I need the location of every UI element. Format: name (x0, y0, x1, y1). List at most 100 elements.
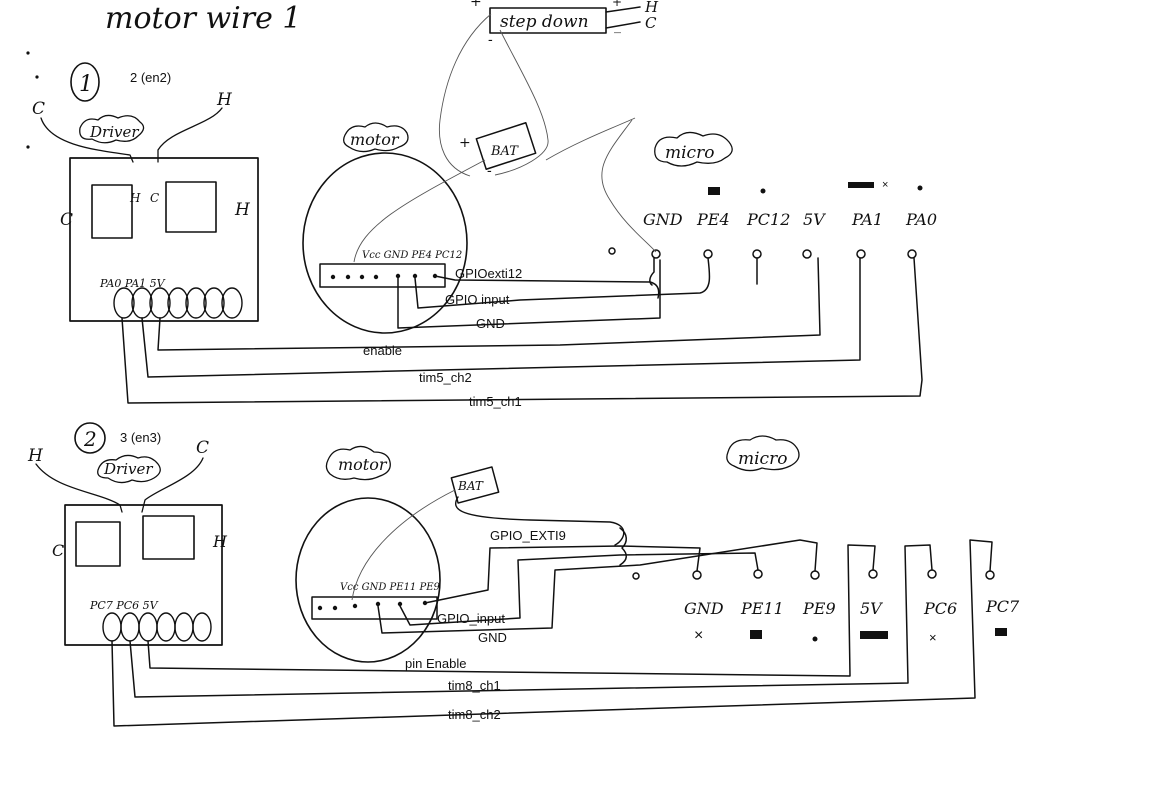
driver-1-board (69, 157, 259, 322)
micro-2-pe11-mark (750, 630, 762, 639)
micro-1-pa1-mark (848, 182, 874, 188)
driver-2-board (64, 504, 223, 646)
driver-1: Driver C H C H H C PA0 PA1 5V (32, 90, 259, 322)
driver-2-cloud (97, 454, 161, 484)
micro-2-cloud (726, 435, 800, 472)
motor-1: motor BAT + - Vcc GND PE4 PC12 (302, 121, 537, 334)
title-dot (26, 51, 30, 55)
micro-1-pin-gnd: GND (643, 210, 683, 229)
micro-2-pin-pc7: PC7 (985, 597, 1020, 616)
title-dot (26, 145, 30, 149)
svg-text:×: × (694, 627, 703, 644)
micro-1-pin-pc12: PC12 (746, 210, 790, 229)
svg-text:C: C (60, 210, 73, 230)
svg-text:C: C (645, 14, 657, 32)
section-1-number: 1 (79, 72, 93, 97)
svg-text:-: - (487, 163, 492, 179)
motor-1-body (302, 152, 468, 334)
section-2: 2 3 (en3) Driver H C C H PC7 PC6 5V (27, 422, 1020, 727)
motor-2-pins-label: Vcc GND PE11 PE9 (340, 582, 440, 593)
micro-1-header-pins (608, 247, 917, 259)
micro-2-pin-pe9: PE9 (802, 599, 836, 618)
wire-label-gpio-exti12: GPIOexti12 (455, 266, 522, 281)
wire-label-tim8-ch2: tim8_ch2 (448, 707, 501, 722)
section-1-wires (121, 257, 923, 404)
svg-text:H: H (234, 200, 251, 220)
svg-text:-: - (488, 32, 493, 48)
svg-text:H: H (216, 90, 233, 110)
micro-2-5v-mark (860, 631, 888, 639)
micro-1-pin-pa0: PA0 (905, 210, 937, 229)
micro-1-pin-5v: 5V (803, 210, 826, 229)
section-2-subtitle: 3 (en3) (120, 430, 161, 445)
svg-text:×: × (929, 630, 937, 645)
section-1: 1 2 (en2) Driver C H C H H C PA0 PA1 5V (32, 62, 937, 409)
driver-2-terminals (102, 612, 212, 642)
wire-label-pin-enable: pin Enable (405, 656, 466, 671)
svg-text:C: C (150, 191, 159, 205)
motor-2: motor BAT Vcc GND PE11 PE9 (295, 445, 625, 663)
wire-label-enable-1: enable (363, 343, 402, 358)
wire-label-gpio-exti9: GPIO_EXTI9 (490, 528, 566, 543)
motor-1-connector-pins (330, 273, 438, 280)
motor-2-cloud-label: motor (338, 455, 388, 474)
micro-1-pin-pa1: PA1 (851, 210, 883, 229)
motor-2-cloud (325, 445, 391, 481)
micro-1: micro × GND PE4 PC12 5V PA1 PA0 (545, 117, 937, 259)
driver-2: Driver H C C H PC7 PC6 5V (27, 438, 228, 646)
motor-2-connector-pins (317, 600, 428, 611)
svg-text:+: + (612, 0, 622, 9)
svg-text:H: H (27, 446, 44, 466)
driver-2-cloud-label: Driver (103, 460, 153, 478)
wire-label-gpio-input-1: GPIO input (445, 292, 510, 307)
wire-label-tim8-ch1: tim8_ch1 (448, 678, 501, 693)
driver-1-cloud (79, 114, 145, 144)
step-down-module: step down + - + _ H C (470, 0, 659, 48)
wire-label-gnd-1: GND (476, 316, 505, 331)
svg-text:+: + (459, 135, 471, 151)
micro-2-pin-pc6: PC6 (923, 599, 957, 618)
micro-1-cloud (654, 131, 733, 167)
motor-2-body (295, 497, 441, 663)
micro-2-pin-5v: 5V (860, 599, 883, 618)
motor-1-battery (475, 121, 537, 171)
step-down-label: step down (500, 12, 589, 32)
svg-text:H: H (644, 0, 659, 16)
svg-text:BAT: BAT (490, 144, 519, 159)
wire-label-tim5-ch2: tim5_ch2 (419, 370, 472, 385)
svg-text:C: C (52, 541, 64, 560)
wire-label-gpio-input-2: GPIO_input (437, 611, 505, 626)
motor-1-connector (319, 263, 446, 288)
svg-text:H: H (212, 532, 228, 551)
motor-1-cloud (343, 122, 409, 153)
micro-2: micro GND PE11 PE9 5V PC6 PC7 × × (632, 435, 1020, 645)
micro-2-pin-gnd: GND (684, 599, 724, 618)
svg-text:BAT: BAT (457, 479, 484, 493)
micro-2-cloud-label: micro (738, 449, 787, 469)
micro-2-pc7-mark (995, 628, 1007, 636)
driver-1-terminals (113, 287, 243, 319)
motor-1-cloud-label: motor (350, 130, 400, 149)
section-1-subtitle: 2 (en2) (130, 70, 171, 85)
driver-1-cloud-label: Driver (89, 123, 139, 141)
micro-2-header-pins (632, 569, 995, 580)
wire-label-gnd-2: GND (478, 630, 507, 645)
svg-text:C: C (196, 438, 209, 458)
driver-2-pins-label: PC7 PC6 5V (89, 599, 159, 612)
micro-2-pin-pe11: PE11 (740, 599, 784, 618)
driver-1-pins-label: PA0 PA1 5V (99, 277, 166, 290)
micro-1-cloud-label: micro (665, 143, 714, 163)
wire-label-tim5-ch1: tim5_ch1 (469, 394, 522, 409)
section-2-number: 2 (83, 427, 97, 451)
title-dot (35, 75, 39, 79)
svg-text:H: H (129, 191, 141, 205)
svg-text:C: C (32, 99, 45, 119)
svg-text:+: + (470, 0, 482, 10)
diagram-title: motor wire 1 (105, 1, 302, 36)
motor-2-connector (311, 596, 438, 620)
section-2-wires (111, 527, 993, 727)
svg-text:_: _ (614, 18, 621, 34)
micro-1-pin-pe4: PE4 (696, 210, 730, 229)
micro-1-pe4-mark (708, 187, 720, 195)
